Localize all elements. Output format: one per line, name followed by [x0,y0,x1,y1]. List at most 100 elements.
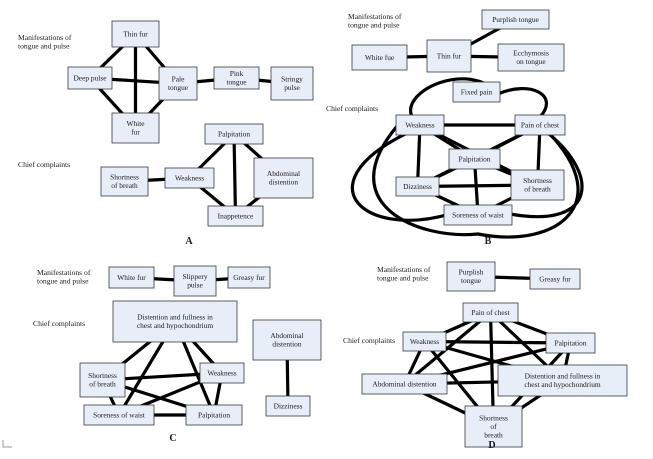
node-label: of [490,422,497,431]
node-a9: Weakness [164,167,215,189]
node-box [207,205,264,227]
node-label: Distention and fullness in [137,313,213,322]
node-label: Abdominal distention [372,379,437,388]
node-b2: White fue [351,44,408,71]
section-label-b-tongue: tongue and pulse [348,21,400,30]
node-box [443,204,513,226]
node-d2: Greasy fur [529,268,581,290]
node-box [67,66,113,90]
node-b7: Pain of chest [514,114,566,136]
node-box [199,362,245,384]
node-box [253,157,314,199]
node-box [108,266,155,289]
node-label: Stringy [281,75,303,84]
node-label: Thin fur [123,29,148,38]
node-label: Shortness [479,413,508,422]
node-label: tongue [461,276,482,285]
section-label-d-chief: Chief complaints [343,336,395,345]
node-label: Shortness [523,176,552,185]
node-b11: Soreness of waist [443,204,513,226]
node-label: White fur [117,273,146,282]
section-label-c-tongue: Manifestations of [37,268,91,277]
node-label: pulse [187,281,203,290]
node-a11: Inappetence [207,205,264,227]
node-box [185,404,243,426]
node-label: Abdominal [267,169,300,178]
edge-a7-a11 [232,132,238,218]
node-label: White fue [365,53,395,62]
node-label: of breath [89,380,116,389]
panel-b-curved-edges [350,77,584,239]
node-box [270,66,314,101]
node-label: Deep pulse [73,73,107,82]
node-label: Ecchymosis [513,49,549,58]
node-d6: Abdominal distention [361,373,448,395]
node-b5: Fixed pain [452,81,501,103]
node-c8: Soreness of waist [83,404,155,426]
section-label-a-tongue: Manifestations of [18,33,72,42]
node-c1: White fur [108,266,155,289]
node-box [213,66,260,90]
node-b1: Purplish tongue [481,9,550,30]
section-label-c-tongue: tongue and pulse [37,277,89,286]
node-label: Thin fur [437,51,462,60]
node-label: Palpitation [458,154,490,163]
node-label: breath [484,431,503,440]
section-label-d-tongue: tongue and pulse [377,274,429,283]
section-label-b-chief: Chief complaints [326,104,378,113]
node-box [481,9,550,30]
node-label: chest and hypochondrium [137,321,214,330]
node-a1: Thin fur [111,20,160,48]
node-box [173,265,217,297]
node-label: Palpitation [554,338,586,347]
node-b9: Dizziness [395,176,440,197]
node-label: tongue [168,83,189,92]
node-box [252,319,322,361]
node-label: Fixed pain [461,87,493,96]
node-box [426,39,472,73]
node-b6: Weakness [395,114,445,136]
node-label: Dizziness [274,401,303,410]
node-box [100,166,149,197]
node-label: White [126,119,145,128]
node-box [497,364,628,397]
node-label: fur [131,128,140,137]
node-label: Pale [172,75,185,84]
node-label: Pink [230,69,244,78]
node-c9: Palpitation [185,404,243,426]
node-label: Soreness of waist [93,410,146,419]
node-d3: Pain of chest [462,302,519,323]
node-box [164,167,215,189]
corner-mark [2,440,12,448]
node-box [361,373,448,395]
node-box [111,112,160,144]
node-c7: Weakness [199,362,245,384]
node-label: distention [272,340,301,349]
node-a7: Palpitation [204,123,264,145]
node-box [265,395,311,417]
node-label: Dizziness [403,182,432,191]
node-b3: Thin fur [426,39,472,73]
node-d5: Palpitation [545,332,596,354]
node-box [83,404,155,426]
node-label: Weakness [410,337,439,346]
section-label-c-chief: Chief complaints [33,319,85,328]
node-label: Weakness [207,368,236,377]
node-box [395,114,445,136]
node-d4: Weakness [402,331,447,352]
node-box [227,266,271,289]
node-label: Slippery [182,272,207,281]
panel-letter-c: C [169,433,176,444]
node-box [545,332,596,354]
node-label: Greasy fur [233,273,265,282]
